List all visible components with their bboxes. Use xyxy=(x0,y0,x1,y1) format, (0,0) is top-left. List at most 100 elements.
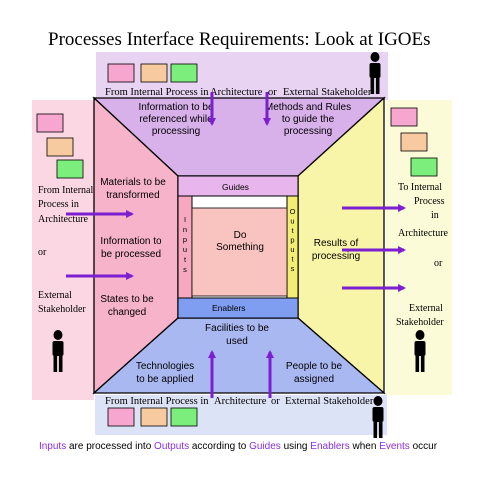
top-item-0-line-2: processing xyxy=(152,126,200,137)
caption-part-2: Outputs xyxy=(154,441,189,452)
caption-part-4: Guides xyxy=(249,441,281,452)
swatch-pink-right xyxy=(390,107,418,127)
outputs-vertical-letter-5: t xyxy=(291,255,294,264)
inputs-vertical-letter-4: t xyxy=(184,255,187,264)
bottom-item-1-line-0: Technologies xyxy=(136,361,194,372)
bottom-item-0-line-0: Facilities to be xyxy=(205,323,269,334)
swatch-pink-left xyxy=(36,113,64,133)
right-items: Results of processing xyxy=(312,238,360,262)
bottom-source-ext: External Stakeholder xyxy=(285,396,374,407)
left-item-2-line-0: States to be xyxy=(100,294,154,305)
right-target-line-3: Architecture xyxy=(398,228,449,239)
enablers-label: Enablers xyxy=(212,303,246,313)
guides-bar xyxy=(177,175,299,197)
person-icon-bottom xyxy=(372,396,384,438)
caption-part-5: using xyxy=(281,441,310,452)
top-source-from: From Internal Process in xyxy=(105,87,209,98)
caption-part-6: Enablers xyxy=(310,441,349,452)
right-target-line-5: External xyxy=(409,303,443,314)
person-icon-top xyxy=(369,52,381,94)
left-source-line-5: Stakeholder xyxy=(38,304,86,315)
left-item-0-line-0: Materials to be xyxy=(100,177,166,188)
enablers-bar xyxy=(177,297,299,319)
swatch-pink-top xyxy=(107,63,135,83)
swatch-green-right xyxy=(410,157,438,177)
swatch-peach-left xyxy=(46,137,74,157)
swatch-green-top xyxy=(170,63,198,83)
outputs-vertical-letter-0: O xyxy=(290,207,296,216)
outputs-vertical-letter-1: u xyxy=(290,217,294,226)
process-line-0: Do xyxy=(234,230,247,241)
right-target-line-1: Process xyxy=(414,196,445,207)
swatch-peach-top xyxy=(140,63,168,83)
left-item-1-line-0: Information to xyxy=(100,236,162,247)
inputs-vertical-letter-2: p xyxy=(183,235,187,244)
top-item-0-line-0: Information to be xyxy=(138,102,213,113)
caption-part-3: according to xyxy=(189,441,249,452)
bottom-item-1-line-1: to be applied xyxy=(136,374,193,385)
outputs-vertical-letter-4: u xyxy=(290,245,294,254)
bottom-source-from: From Internal Process in xyxy=(105,396,209,407)
left-source-line-0: From Internal xyxy=(38,185,93,196)
bottom-item-2-line-0: People to be xyxy=(286,361,343,372)
bottom-item-2-line-1: assigned xyxy=(294,374,334,385)
top-source-ext: External Stakeholder xyxy=(283,87,372,98)
caption-part-7: when xyxy=(350,441,379,452)
right-item-0-line-0: Results of xyxy=(314,238,359,249)
swatch-green-bottom xyxy=(170,407,198,427)
right-target-line-4: or xyxy=(434,258,443,269)
caption-part-0: Inputs xyxy=(39,441,66,452)
inputs-vertical-letter-5: s xyxy=(183,265,187,274)
caption-part-1: are processed into xyxy=(66,441,154,452)
left-item-0-line-1: transformed xyxy=(106,190,159,201)
top-source-or: or xyxy=(268,87,277,98)
left-source-line-2: Architecture xyxy=(38,214,89,225)
outputs-vertical-letter-2: t xyxy=(291,226,294,235)
swatch-green-left xyxy=(56,159,84,179)
outputs-vertical-letter-6: s xyxy=(291,264,295,273)
swatch-pink-bottom xyxy=(107,407,135,427)
top-item-1-line-0: Methods and Rules xyxy=(265,102,351,113)
top-item-0-line-1: referenced while xyxy=(139,114,213,125)
process-line-1: Something xyxy=(216,242,264,253)
caption: Inputs are processed into Outputs accord… xyxy=(39,441,438,452)
caption-part-8: Events xyxy=(379,441,410,452)
top-item-1-line-2: processing xyxy=(284,126,332,137)
color-swatches xyxy=(36,63,438,427)
process-center xyxy=(191,207,288,297)
right-target-line-2: in xyxy=(431,210,439,221)
inputs-vertical-letter-0: I xyxy=(184,215,186,224)
right-target-line-6: Stakeholder xyxy=(396,317,444,328)
right-item-0-line-1: processing xyxy=(312,251,360,262)
outputs-vertical-label: Outputs xyxy=(290,207,296,273)
page-title: Processes Interface Requirements: Look a… xyxy=(48,29,431,50)
inputs-vertical-letter-1: n xyxy=(183,225,187,234)
top-source-arch: Architecture xyxy=(210,87,263,98)
bottom-source-or: or xyxy=(271,396,280,407)
guides-label: Guides xyxy=(222,182,249,192)
swatch-peach-bottom xyxy=(140,407,168,427)
inputs-vertical-label: Inputs xyxy=(183,215,187,274)
outputs-vertical-letter-3: p xyxy=(290,236,294,245)
bottom-source-arch: Architecture xyxy=(214,396,267,407)
left-source-line-1: Process in xyxy=(38,199,79,210)
left-source-line-3: or xyxy=(38,247,47,258)
bottom-item-0-line-1: used xyxy=(226,336,248,347)
right-target-line-0: To Internal xyxy=(398,182,442,193)
bottom-source-label: From Internal Process in Architecture or Ex… xyxy=(105,396,374,407)
swatch-peach-right xyxy=(400,132,428,152)
person-icon-left xyxy=(52,330,64,372)
flow-arrows xyxy=(66,92,406,398)
inputs-vertical-letter-3: u xyxy=(183,245,187,254)
left-item-2-line-1: changed xyxy=(108,307,146,318)
left-item-1-line-1: be processed xyxy=(101,249,161,260)
caption-part-9: occur xyxy=(410,441,438,452)
top-item-1-line-1: to guide the xyxy=(282,114,335,125)
